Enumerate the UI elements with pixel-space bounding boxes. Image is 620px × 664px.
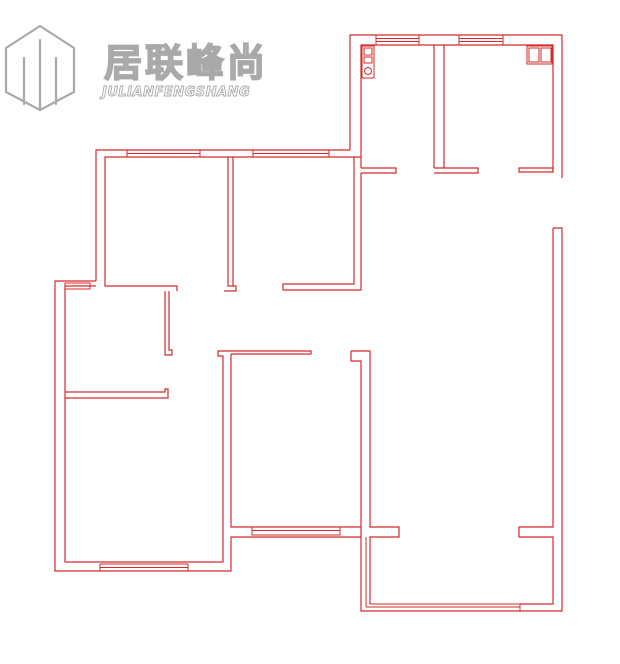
upper-block-ledges bbox=[361, 167, 554, 174]
upper-right-block bbox=[349, 34, 563, 178]
living-right-wall bbox=[360, 227, 563, 612]
bedroom-right-wall bbox=[282, 157, 362, 291]
upper-left-windows bbox=[126, 149, 330, 158]
left-bath-partition bbox=[65, 291, 173, 399]
upper-block-outer-wall bbox=[349, 34, 563, 178]
floor-plan bbox=[54, 34, 563, 612]
left-outer-wall bbox=[54, 280, 241, 572]
bedroom-partition bbox=[224, 157, 237, 292]
brand-name-cn: 居联峰尚 bbox=[104, 41, 268, 85]
washing-machine-icon bbox=[526, 45, 553, 65]
middle-room-wall bbox=[230, 350, 400, 604]
stove-icon bbox=[361, 45, 375, 79]
upper-left-block bbox=[95, 149, 362, 292]
left-windows bbox=[64, 282, 189, 572]
brand-name-en: JULIANFENGSHANG bbox=[99, 85, 250, 100]
living-area bbox=[360, 227, 563, 612]
kitchen-window bbox=[375, 34, 420, 46]
left-inner-wall bbox=[64, 285, 312, 563]
bath-window bbox=[458, 34, 504, 46]
upper-left-outer-wall bbox=[95, 149, 350, 281]
middle-window bbox=[251, 526, 341, 536]
upper-windows bbox=[375, 34, 504, 46]
left-block bbox=[54, 280, 312, 572]
upper-block-inner-wall bbox=[360, 44, 554, 172]
house-logo-icon bbox=[4, 24, 76, 112]
kitchen-bath-partition bbox=[433, 45, 445, 168]
middle-room bbox=[230, 350, 400, 604]
watermark: 居联峰尚 JULIANFENGSHANG bbox=[4, 24, 268, 112]
balcony-window bbox=[365, 537, 521, 611]
